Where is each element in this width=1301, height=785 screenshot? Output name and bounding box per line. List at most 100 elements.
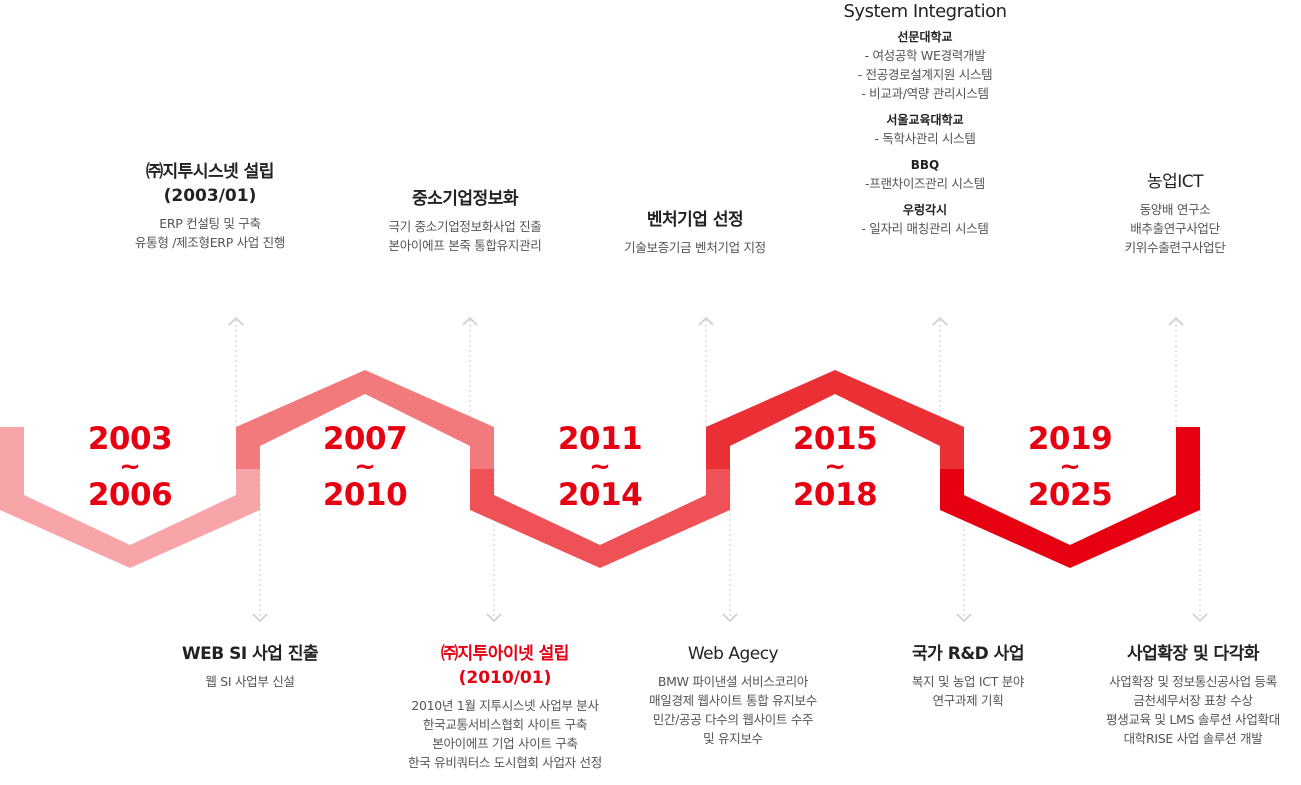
period-label-2019-2025: 2019 ~ 2025 xyxy=(1005,422,1135,512)
period-end: 2014 xyxy=(557,477,643,513)
period-tilde: ~ xyxy=(1059,452,1081,482)
client-item: - 독학사관리 시스템 xyxy=(874,131,976,146)
desc-line: 기술보증기금 벤처기업 지정 xyxy=(624,240,766,255)
desc-line: 한국교통서비스협회 사이트 구축 xyxy=(422,717,588,732)
desc-line: 매일경제 웹사이트 통합 유지보수 xyxy=(649,693,817,708)
arrow-up-icon xyxy=(1168,316,1184,326)
period-tilde: ~ xyxy=(589,452,611,482)
zigzag-segment-4 xyxy=(706,370,964,469)
event-web-si-entry: WEB SI 사업 진출 웹 SI 사업부 신설 xyxy=(140,642,360,691)
event-description: 극기 중소기업정보화사업 진출 본아이에프 본죽 통합유지관리 xyxy=(345,217,585,255)
event-title: 벤처기업 선정 xyxy=(646,210,744,230)
period-tilde: ~ xyxy=(119,452,141,482)
desc-line: 키위수출련구사업단 xyxy=(1124,240,1226,255)
client-heading: 서울교육대학교 xyxy=(886,113,964,127)
desc-line: 복지 및 농업 ICT 분야 xyxy=(911,674,1025,689)
event-title: 국가 R&D 사업 xyxy=(912,644,1024,664)
client-heading: 선문대학교 xyxy=(897,30,953,44)
desc-line: 사업확장 및 정보통신공사업 등록 xyxy=(1109,674,1277,689)
event-agriculture-ict: 농업ICT 동양배 연구소 배추출연구사업단 키위수출련구사업단 xyxy=(1070,170,1280,257)
desc-line: 및 유지보수 xyxy=(703,731,763,746)
period-tilde: ~ xyxy=(354,452,376,482)
period-label-2015-2018: 2015 ~ 2018 xyxy=(770,422,900,512)
event-title: Web Agecy xyxy=(687,644,779,664)
desc-line: 극기 중소기업정보화사업 진출 xyxy=(388,219,542,234)
period-start: 2015 xyxy=(792,421,878,457)
event-date: (2003/01) xyxy=(163,186,257,206)
period-start: 2003 xyxy=(87,421,173,457)
desc-line: 유통형 /제조형ERP 사업 진행 xyxy=(134,235,286,250)
desc-line: 민간/공공 다수의 웹사이트 수주 xyxy=(652,712,814,727)
desc-line: 본아이에프 본죽 통합유지관리 xyxy=(388,238,542,253)
arrow-up-icon xyxy=(698,316,714,326)
event-date: (2010/01) xyxy=(458,668,552,688)
event-description: ERP 컨설팅 및 구축 유통형 /제조형ERP 사업 진행 xyxy=(95,214,325,252)
event-web-agency: Web Agecy BMW 파이낸셜 서비스코리아 매일경제 웹사이트 통합 유… xyxy=(618,642,848,748)
event-title: 중소기업정보화 xyxy=(412,189,518,209)
desc-line: 연구과제 기획 xyxy=(932,693,1004,708)
event-venture-selected: 벤처기업 선정 기술보증기금 벤처기업 지정 xyxy=(585,208,805,257)
zigzag-segment-1 xyxy=(0,427,260,568)
period-label-2007-2010: 2007 ~ 2010 xyxy=(300,422,430,512)
desc-line: 금천세무서장 표창 수상 xyxy=(1133,693,1253,708)
event-national-rnd: 국가 R&D 사업 복지 및 농업 ICT 분야 연구과제 기획 xyxy=(858,642,1078,710)
desc-line: 웹 SI 사업부 신설 xyxy=(205,674,295,689)
period-label-2003-2006: 2003 ~ 2006 xyxy=(65,422,195,512)
event-g2sysnet-founded: ㈜지투시스넷 설립 (2003/01) ERP 컨설팅 및 구축 유통형 /제조… xyxy=(95,160,325,252)
event-sme-informatization: 중소기업정보화 극기 중소기업정보화사업 진출 본아이에프 본죽 통합유지관리 xyxy=(345,187,585,255)
period-start: 2019 xyxy=(1027,421,1113,457)
arrow-up-icon xyxy=(932,316,948,326)
event-description: 2010년 1월 지투시스넷 사업부 분사 한국교통서비스협회 사이트 구축 본… xyxy=(370,696,640,772)
client-heading: 우렁각시 xyxy=(902,203,948,217)
period-end: 2025 xyxy=(1027,477,1113,513)
period-tilde: ~ xyxy=(824,452,846,482)
zigzag-segment-3 xyxy=(470,469,730,568)
arrow-down-icon xyxy=(722,613,738,623)
event-title: ㈜지투시스넷 설립 xyxy=(146,162,274,182)
desc-line: 배추출연구사업단 xyxy=(1130,221,1220,236)
period-end: 2006 xyxy=(87,477,173,513)
client-item: -프랜차이즈관리 시스템 xyxy=(865,176,985,191)
desc-line: 동양배 연구소 xyxy=(1139,202,1211,217)
client-item: - 비교과/역량 관리시스템 xyxy=(861,86,989,101)
period-end: 2018 xyxy=(792,477,878,513)
client-item: - 여성공학 WE경력개발 xyxy=(864,48,986,63)
client-item: - 전공경로설계지원 시스템 xyxy=(857,67,993,82)
event-g2inet-founded: ㈜지투아이넷 설립 (2010/01) 2010년 1월 지투시스넷 사업부 분… xyxy=(370,642,640,772)
arrow-down-icon xyxy=(1192,613,1208,623)
event-title: System Integration xyxy=(843,1,1007,22)
zigzag-segment-2 xyxy=(236,370,494,469)
arrow-down-icon xyxy=(486,613,502,623)
arrow-up-icon xyxy=(228,316,244,326)
period-end: 2010 xyxy=(322,477,408,513)
event-title: 농업ICT xyxy=(1146,172,1204,192)
period-label-2011-2014: 2011 ~ 2014 xyxy=(535,422,665,512)
zigzag-segment-5 xyxy=(940,427,1200,568)
connector-lines xyxy=(228,316,1208,623)
period-start: 2011 xyxy=(557,421,643,457)
event-system-integration: System Integration 선문대학교 - 여성공학 WE경력개발 -… xyxy=(805,0,1045,238)
event-title: ㈜지투아이넷 설립 xyxy=(441,644,569,664)
desc-line: BMW 파이낸셜 서비스코리아 xyxy=(657,674,809,689)
event-description: 동양배 연구소 배추출연구사업단 키위수출련구사업단 xyxy=(1070,200,1280,257)
desc-line: ERP 컨설팅 및 구축 xyxy=(159,216,261,231)
event-title: WEB SI 사업 진출 xyxy=(181,644,319,664)
event-description: 기술보증기금 벤처기업 지정 xyxy=(585,238,805,257)
zigzag-segments xyxy=(0,370,1200,568)
event-description: 웹 SI 사업부 신설 xyxy=(140,672,360,691)
client-heading: BBQ xyxy=(910,158,940,172)
desc-line: 본아이에프 기업 사이트 구축 xyxy=(432,736,578,751)
desc-line: 대학RISE 사업 솔루션 개발 xyxy=(1123,731,1263,746)
event-description: 복지 및 농업 ICT 분야 연구과제 기획 xyxy=(858,672,1078,710)
arrow-up-icon xyxy=(462,316,478,326)
arrow-down-icon xyxy=(956,613,972,623)
event-description: BMW 파이낸셜 서비스코리아 매일경제 웹사이트 통합 유지보수 민간/공공 … xyxy=(618,672,848,748)
event-title: 사업확장 및 다각화 xyxy=(1127,644,1259,664)
period-start: 2007 xyxy=(322,421,408,457)
desc-line: 2010년 1월 지투시스넷 사업부 분사 xyxy=(411,698,599,713)
desc-line: 한국 유비쿼터스 도시협회 사업자 선정 xyxy=(408,755,602,770)
desc-line: 평생교육 및 LMS 솔루션 사업확대 xyxy=(1106,712,1280,727)
event-business-expansion: 사업확장 및 다각화 사업확장 및 정보통신공사업 등록 금천세무서장 표창 수… xyxy=(1085,642,1301,748)
arrow-down-icon xyxy=(252,613,268,623)
